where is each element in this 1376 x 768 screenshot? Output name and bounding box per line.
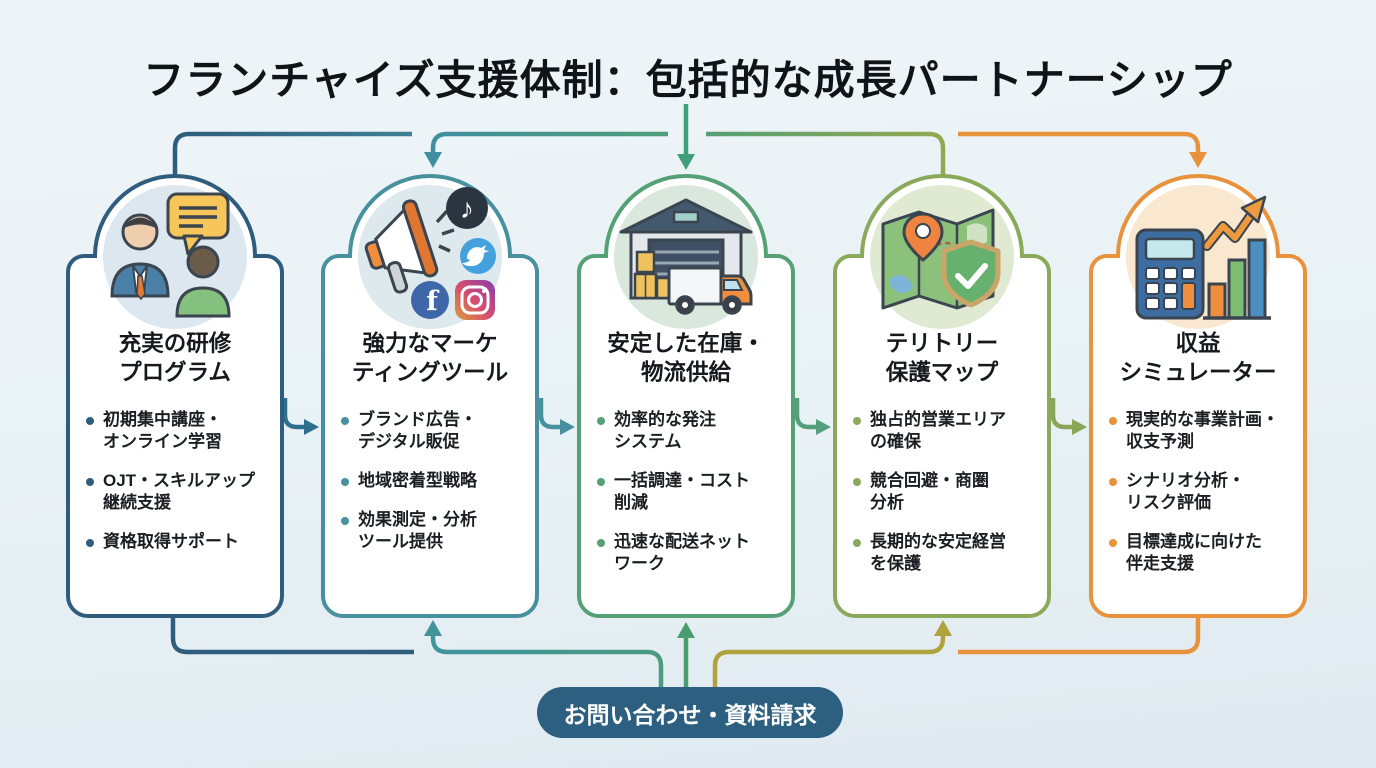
- bullet-dot: [597, 416, 605, 425]
- bullet-item: 効率的な発注 システム: [597, 409, 785, 453]
- card-revenue-bullets: 現実的な事業計画・ 収支予測 シナリオ分析・ リスク評価 目標達成に向けた 伴走…: [1091, 409, 1305, 576]
- connector-card1-bottom: [170, 616, 414, 655]
- card-territory-title: テリトリー 保護マップ: [885, 331, 999, 385]
- bullet-item: 現実的な事業計画・ 収支予測: [1109, 409, 1297, 453]
- bullet-item: ブランド広告・ デジタル販促: [341, 409, 529, 453]
- bullet-dot: [597, 538, 605, 547]
- bullet-dot: [86, 538, 94, 547]
- bullet-dot: [86, 477, 94, 486]
- bullet-item: 独占的営業エリア の確保: [853, 409, 1041, 453]
- speech-lines-icon: [179, 206, 217, 228]
- arrowhead-up-card4: [934, 620, 952, 636]
- between-card-arrowheads: [304, 419, 1087, 435]
- svg-text:f: f: [426, 286, 440, 317]
- card-marketing: 強力なマーケ ティングツール ブランド広告・ デジタル販促 地域密着型戦略 効果…: [323, 330, 537, 553]
- bullet-dot: [1109, 477, 1117, 486]
- card-territory-bullets: 独占的営業エリア の確保 競合回避・商圏 分析 長期的な安定経営 を保護: [835, 409, 1049, 576]
- connector-top-into-card2: [430, 131, 668, 154]
- bullet-item: シナリオ分析・ リスク評価: [1109, 470, 1297, 514]
- bullet-item: 長期的な安定経営 を保護: [853, 531, 1041, 575]
- bar-chart-icon: [1203, 238, 1271, 320]
- warehouse-truck-icon: [619, 198, 753, 315]
- card-marketing-bullets: ブランド広告・ デジタル販促 地域密着型戦略 効果測定・分析 ツール提供: [323, 409, 537, 553]
- bullet-item: 資格取得サポート: [86, 531, 274, 553]
- card-logistics-bullets: 効率的な発注 システム 一括調達・コスト 削減 迅速な配送ネット ワーク: [579, 409, 793, 576]
- card-training-bullets: 初期集中講座・ オンライン学習 OJT・スキルアップ 継続支援 資格取得サポート: [68, 409, 282, 553]
- card-revenue-title: 収益 シミュレーター: [1119, 331, 1277, 385]
- map-pin-icon: [902, 212, 944, 262]
- bullet-dot: [86, 416, 94, 425]
- contact-request-button[interactable]: お問い合わせ・資料請求: [537, 687, 843, 738]
- arrowhead-up-card2: [424, 620, 442, 636]
- arrowhead-down-card2: [424, 152, 442, 168]
- calculator-chart-icon: [1135, 195, 1271, 320]
- bullet-dot: [341, 516, 349, 525]
- card-logistics: 安定した在庫・ 物流供給 効率的な発注 システム 一括調達・コスト 削減 迅速な…: [579, 330, 793, 575]
- arrowhead-down-card5: [1189, 152, 1207, 168]
- connector-title-to-card1-card2: [172, 131, 412, 176]
- between-card-arrows: [282, 398, 1073, 430]
- bullet-dot: [853, 538, 861, 547]
- bullet-dot: [1109, 538, 1117, 547]
- bullet-item: 初期集中講座・ オンライン学習: [86, 409, 274, 453]
- top-connectors: [172, 104, 1201, 176]
- card-logistics-title: 安定した在庫・ 物流供給: [607, 331, 765, 385]
- bullet-item: 効果測定・分析 ツール提供: [341, 509, 529, 553]
- bottom-arrowheads: [424, 620, 952, 638]
- facebook-icon: f: [411, 281, 449, 319]
- card-territory: テリトリー 保護マップ 独占的営業エリア の確保 競合回避・商圏 分析 長期的な…: [835, 330, 1049, 575]
- bullet-item: 一括調達・コスト 削減: [597, 470, 785, 514]
- card-marketing-title: 強力なマーケ ティングツール: [351, 331, 509, 385]
- shield-check-icon: [941, 239, 1001, 308]
- bullet-item: 目標達成に向けた 伴走支援: [1109, 531, 1297, 575]
- svg-text:♪: ♪: [460, 193, 474, 224]
- instagram-icon: [455, 280, 495, 320]
- megaphone-icon: ♪ f: [364, 187, 496, 320]
- bullet-dot: [597, 477, 605, 486]
- growth-arrow-icon: [1202, 195, 1267, 251]
- bullet-item: 競合回避・商圏 分析: [853, 470, 1041, 514]
- top-arrowheads: [424, 152, 1207, 170]
- bullet-dot: [341, 416, 349, 425]
- bullet-item: 地域密着型戦略: [341, 470, 529, 492]
- connector-button-to-card4: [712, 634, 946, 687]
- twitter-icon: [460, 238, 496, 274]
- bottom-connectors: [170, 616, 1201, 687]
- truck-icon: [667, 266, 753, 315]
- bullet-item: OJT・スキルアップ 継続支援: [86, 470, 274, 514]
- card-revenue: 収益 シミュレーター 現実的な事業計画・ 収支予測 シナリオ分析・ リスク評価 …: [1091, 330, 1305, 575]
- page-title: フランチャイズ支援体制：包括的な成長パートナーシップ: [143, 57, 1233, 103]
- connector-button-to-card2: [430, 634, 664, 687]
- bullet-dot: [341, 477, 349, 486]
- consultation-people-icon: [110, 192, 231, 318]
- tiktok-icon: ♪: [446, 187, 488, 229]
- calculator-icon: [1135, 228, 1205, 320]
- card-training: 充実の研修 プログラム 初期集中講座・ オンライン学習 OJT・スキルアップ 継…: [68, 330, 282, 553]
- arrowhead-up-card3: [677, 622, 695, 638]
- card-training-title: 充実の研修 プログラム: [118, 331, 232, 385]
- bullet-dot: [1109, 416, 1117, 425]
- bullet-dot: [853, 477, 861, 486]
- connector-bottom-to-card5: [958, 616, 1201, 655]
- connector-top-to-card5: [958, 131, 1201, 154]
- bullet-item: 迅速な配送ネット ワーク: [597, 531, 785, 575]
- connector-top-to-card4: [706, 131, 946, 176]
- territory-map-icon: [881, 208, 1001, 310]
- bullet-dot: [853, 416, 861, 425]
- arrowhead-down-card3: [677, 154, 695, 170]
